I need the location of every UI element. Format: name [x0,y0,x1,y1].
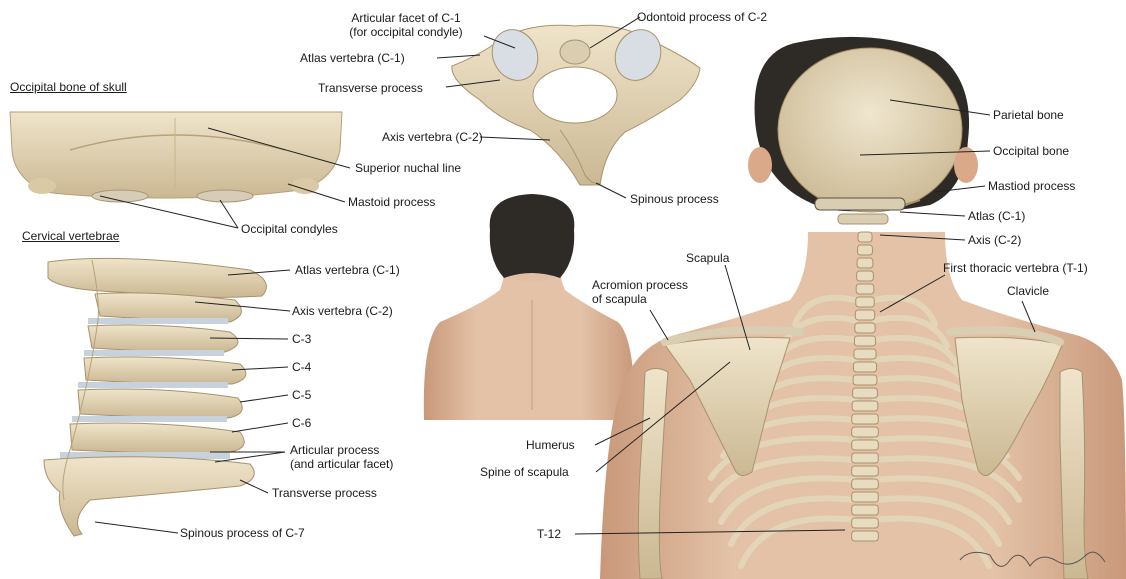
label-acromion-line1: Acromion process [592,278,688,292]
atlas-axis-drawing [452,22,700,185]
label-humerus: Humerus [526,438,575,452]
label-articular-process-line1: Articular process [290,443,393,457]
heading-cervical-vertebrae: Cervical vertebrae [22,229,119,243]
label-parietal-bone: Parietal bone [993,108,1064,122]
label-acromion-line2: of scapula [592,292,688,306]
label-mastoid-process: Mastoid process [348,195,435,209]
label-c4: C-4 [292,360,311,374]
vertebra-shape [852,427,879,437]
vertebra-shape [855,310,874,320]
vertebra-shape [858,245,873,255]
heading-occipital-bone-of-skull: Occipital bone of skull [10,80,127,94]
label-odontoid-process: Odontoid process of C-2 [637,10,767,24]
label-transverse-process-side: Transverse process [272,486,377,500]
vertebra-shape [856,297,875,307]
vertebra-shape [855,323,875,333]
vertebra-shape [857,271,874,281]
label-spinous-process-c7: Spinous process of C-7 [180,526,305,540]
label-axis-vertebra-side: Axis vertebra (C-2) [292,304,393,318]
label-atlas-c1: Atlas (C-1) [968,209,1025,223]
label-occipital-condyles: Occipital condyles [241,222,338,236]
cervical-vertebrae-drawing [44,258,266,536]
vertebra-shape [853,375,877,385]
vertebra-shape [852,414,879,424]
vertebra-shape [852,453,879,463]
label-occipital-bone: Occipital bone [993,144,1069,158]
vertebra-shape [858,232,872,242]
label-transverse-process-top: Transverse process [318,81,423,95]
vertebra-shape [853,388,878,398]
vertebra-shape [852,505,879,515]
label-scapula: Scapula [686,251,729,265]
label-first-thoracic-vertebra: First thoracic vertebra (T-1) [943,261,1088,275]
label-clavicle: Clavicle [1007,284,1049,298]
label-c5: C-5 [292,388,311,402]
vertebra-shape [857,258,873,268]
vertebra-shape [852,466,879,476]
label-articular-facet-c1: Articular facet of C-1 (for occipital co… [326,11,486,39]
label-mastiod-process: Mastiod process [988,179,1075,193]
vertebra-shape [854,336,875,346]
label-spinous-process-top: Spinous process [630,192,719,206]
vertebra-shape [852,492,879,502]
occipital-bone-drawing [10,112,342,202]
label-acromion-process: Acromion process of scapula [592,278,688,306]
label-atlas-vertebra-side: Atlas vertebra (C-1) [295,263,400,277]
label-articular-process-line2: (and articular facet) [290,457,393,471]
label-axis-c2: Axis (C-2) [968,233,1021,247]
vertebra-shape [852,531,879,541]
vertebra-shape [854,349,876,359]
vertebra-shape [852,401,878,411]
label-atlas-vertebra-top: Atlas vertebra (C-1) [300,51,405,65]
back-figure-drawing [424,194,634,420]
label-articular-process: Articular process (and articular facet) [290,443,393,471]
label-t12: T-12 [537,527,561,541]
vertebra-shape [854,362,877,372]
label-articular-facet-c1-line1: Articular facet of C-1 [326,11,486,25]
label-c6: C-6 [292,416,311,430]
vertebra-shape [852,440,879,450]
label-axis-vertebra-top: Axis vertebra (C-2) [382,130,483,144]
label-superior-nuchal-line: Superior nuchal line [355,161,461,175]
label-c3: C-3 [292,332,311,346]
vertebra-shape [852,479,879,489]
label-articular-facet-c1-line2: (for occipital condyle) [326,25,486,39]
vertebra-shape [852,518,879,528]
label-spine-of-scapula: Spine of scapula [480,465,569,479]
vertebra-shape [856,284,874,294]
